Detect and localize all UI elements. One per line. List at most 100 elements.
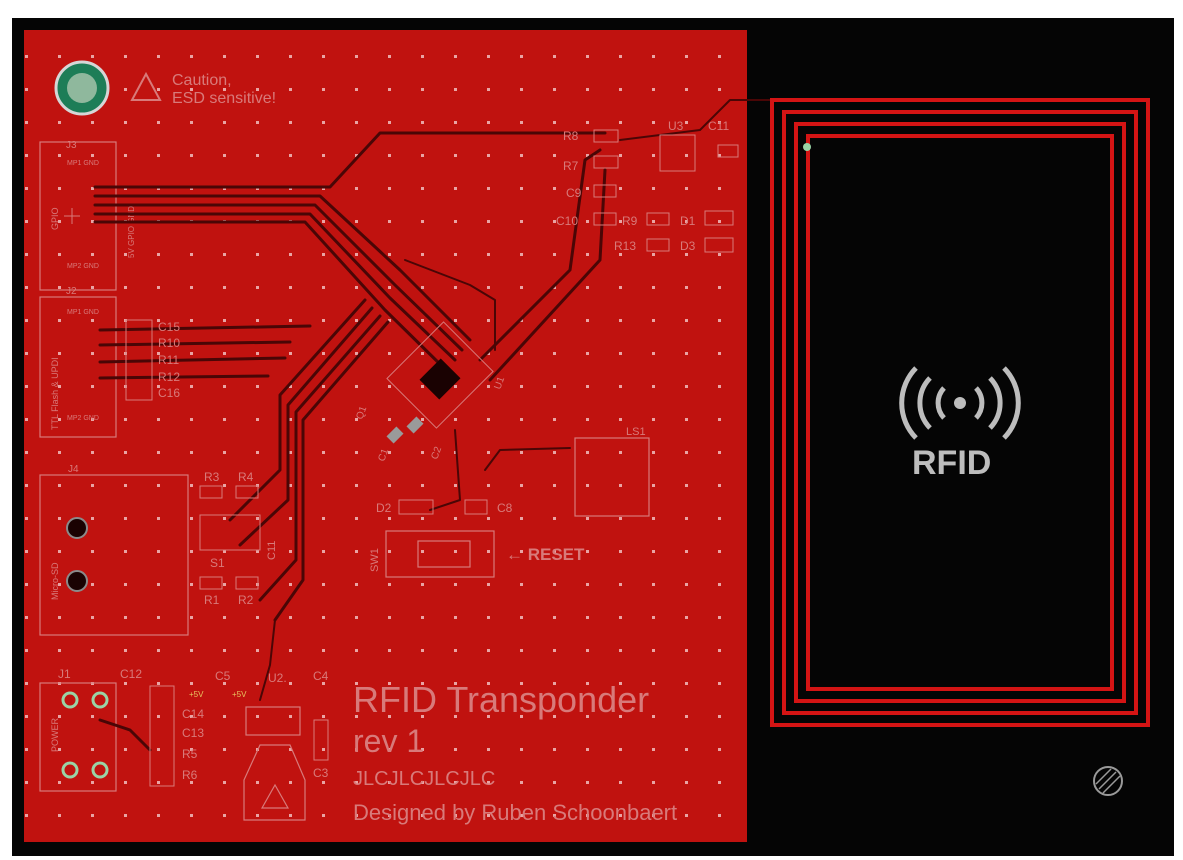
rfid-wave-right-outer (1002, 366, 1021, 440)
c16-ref: C16 (158, 386, 180, 400)
rfid-antenna: RFID (770, 98, 1150, 727)
trace-reset (429, 429, 461, 511)
component-cluster-power: C12 C5 U2. C4 C14 C13 R5 R6 C3 +5V +5V (120, 667, 329, 821)
c14-ref: C14 (182, 707, 204, 721)
trace-ttl-4 (98, 374, 270, 380)
u2-ref: U2. (268, 671, 287, 685)
r11-ref: R11 (158, 353, 179, 367)
via-grid (24, 30, 747, 842)
s1-ref: S1 (210, 556, 225, 570)
c2-pad (406, 416, 424, 434)
d3-ref: D3 (680, 239, 696, 253)
reset-area: D2 C8 SW1 ← RESET LS1 (369, 426, 650, 578)
r12-ref: R12 (158, 370, 180, 384)
board-title-block: RFID Transponder rev 1 JLCJLCJLCJLC Desi… (353, 679, 677, 825)
sw1-actuator (417, 540, 471, 568)
component-cluster-ttl: C15 R10 R11 R12 C16 (125, 319, 180, 401)
sw1-outline (385, 530, 495, 578)
coil-turn-2 (782, 110, 1138, 715)
c1-ref: C1 (376, 447, 391, 463)
u1-body (386, 321, 494, 429)
j2-pin-bottom: MP2 GND (67, 415, 99, 422)
d1-ref: D1 (680, 214, 696, 228)
j3-pin-bottom: MP2 GND (67, 263, 99, 270)
j3-ref: J3 (66, 140, 77, 151)
hot-surface-icon (260, 783, 290, 809)
d3-pad (704, 237, 734, 253)
connector-j3: J3 GPIO MP1 GND MP2 GND 5V GPIO GND (39, 140, 136, 291)
order-number-mark: JLCJLCJLCJLC (353, 768, 495, 790)
c11-ref: C11 (708, 119, 729, 133)
trace-gpio-1 (93, 131, 607, 189)
j1-pad-1 (61, 691, 79, 709)
trace-bundle (93, 99, 776, 752)
power-passive-pads (149, 685, 175, 787)
trace-mcu-1 (228, 298, 367, 522)
r5-ref: R5 (182, 747, 198, 761)
j1-pad-2 (91, 691, 109, 709)
j2-outline (39, 296, 117, 438)
r1-ref: R1 (204, 593, 220, 607)
r2-pad (235, 576, 259, 590)
mounting-hole-center (67, 73, 97, 103)
c1-pad (386, 426, 404, 444)
j3-outline (39, 141, 117, 291)
rfid-wave-left-mid (917, 376, 932, 430)
c2-ref: C2 (429, 445, 444, 461)
esd-caution-text: Caution, (172, 72, 232, 89)
r7-ref: R7 (563, 159, 579, 173)
r4-ref: R4 (238, 470, 254, 484)
connector-j4: J4 Micro-SD (39, 464, 189, 636)
r4-pad (235, 485, 259, 499)
r10-ref: R10 (158, 336, 180, 350)
ls1-outline (574, 437, 650, 517)
r13-ref: R13 (614, 239, 636, 253)
rfid-logo-text: RFID (912, 444, 991, 482)
r3-pad (199, 485, 223, 499)
ttl-passive-pads (125, 319, 153, 401)
rfid-wave-right-inner (974, 386, 985, 420)
r7-pad (593, 155, 619, 169)
rfid-wave-right-mid (988, 376, 1003, 430)
trace-power (259, 619, 276, 701)
r1-pad (199, 576, 223, 590)
trace-gpio-2 (93, 194, 472, 342)
u2-body (245, 706, 301, 736)
c4-pad (313, 719, 329, 761)
r2-ref: R2 (238, 593, 254, 607)
j4-side-label: Micro-SD (50, 562, 60, 600)
coil-turn-1 (770, 98, 1150, 727)
rfid-wave-left-inner (935, 386, 946, 420)
esd-warning-icon (130, 71, 162, 101)
j4-screw-top (66, 517, 88, 539)
j1-outline (39, 682, 117, 792)
reset-label: ← RESET (506, 545, 585, 564)
rfid-wave-left-outer (899, 366, 918, 440)
j2-ref: J2 (66, 286, 77, 297)
connector-j1: J1 POWER (39, 667, 117, 792)
sw1-ref: SW1 (369, 548, 381, 572)
r6-ref: R6 (182, 768, 198, 782)
c5-ref: C5 (215, 669, 231, 683)
c11b-ref: C11 (266, 541, 278, 560)
fiducial-hatch-2 (1102, 775, 1121, 794)
fiducial-mark (1093, 766, 1123, 796)
d2-pad (398, 499, 434, 515)
j3-pin-top: MP1 GND (67, 160, 99, 167)
j2-pin-top: MP1 GND (67, 309, 99, 316)
j3-side-label: GPIO (50, 207, 60, 230)
trace-gpio-4 (93, 212, 457, 362)
j4-screw-bottom (66, 570, 88, 592)
trace-ttl-3 (98, 356, 287, 364)
d2-ref: D2 (376, 501, 392, 515)
trace-right-1 (478, 148, 602, 362)
fiducial-hatch-3 (1095, 768, 1112, 785)
j1-pad-3 (61, 761, 79, 779)
u3-ref: U3 (668, 119, 684, 133)
board-revision: rev 1 (353, 723, 424, 759)
r3-ref: R3 (204, 470, 220, 484)
j4-ref: J4 (68, 464, 79, 475)
plus5v-label-b: +5V (232, 690, 247, 699)
r13-pad (646, 238, 670, 252)
board-title: RFID Transponder (353, 679, 649, 720)
